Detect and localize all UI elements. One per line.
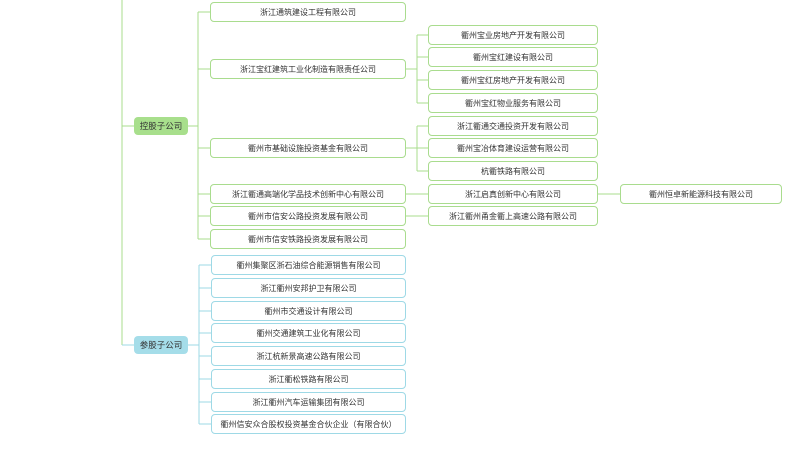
- holding-child-node[interactable]: 浙江通筑建设工程有限公司: [210, 2, 406, 22]
- holding-grandchild-node[interactable]: 浙江启真创新中心有限公司: [428, 184, 598, 204]
- participating-child-node[interactable]: 浙江杭新景高速公路有限公司: [211, 346, 406, 366]
- holding-grandchild-node[interactable]: 杭衢铁路有限公司: [428, 161, 598, 181]
- holding-subsidiaries-node[interactable]: 控股子公司: [134, 117, 188, 135]
- participating-subsidiaries-node[interactable]: 参股子公司: [134, 336, 188, 354]
- holding-grandchild-node[interactable]: 衢州宝红物业服务有限公司: [428, 93, 598, 113]
- holding-grandchild-node[interactable]: 浙江衢州甬金衢上高速公路有限公司: [428, 206, 598, 226]
- participating-child-node[interactable]: 衢州信安众合股权投资基金合伙企业（有限合伙）: [211, 414, 406, 434]
- participating-child-node[interactable]: 衢州集聚区浙石油综合能源销售有限公司: [211, 255, 406, 275]
- holding-child-node[interactable]: 衢州市信安公路投资发展有限公司: [210, 206, 406, 226]
- holding-grandchild-node[interactable]: 浙江衢通交通投资开发有限公司: [428, 116, 598, 136]
- holding-grandchild-node[interactable]: 衢州宝业房地产开发有限公司: [428, 25, 598, 45]
- holding-child-node[interactable]: 浙江衢通高端化学品技术创新中心有限公司: [210, 184, 406, 204]
- participating-child-node[interactable]: 衢州交通建筑工业化有限公司: [211, 323, 406, 343]
- holding-grandchild-node[interactable]: 衢州宝红建设有限公司: [428, 47, 598, 67]
- holding-child-node[interactable]: 衢州市信安铁路投资发展有限公司: [210, 229, 406, 249]
- participating-child-node[interactable]: 浙江衢州安邦护卫有限公司: [211, 278, 406, 298]
- participating-child-node[interactable]: 衢州市交通设计有限公司: [211, 301, 406, 321]
- holding-great-grandchild-node[interactable]: 衢州恒卓新能源科技有限公司: [620, 184, 782, 204]
- participating-child-node[interactable]: 浙江衢州汽车运输集团有限公司: [211, 392, 406, 412]
- holding-grandchild-node[interactable]: 衢州宝红房地产开发有限公司: [428, 70, 598, 90]
- holding-child-node[interactable]: 衢州市基础设施投资基金有限公司: [210, 138, 406, 158]
- holding-child-node[interactable]: 浙江宝红建筑工业化制造有限责任公司: [210, 59, 406, 79]
- participating-child-node[interactable]: 浙江衢松铁路有限公司: [211, 369, 406, 389]
- holding-grandchild-node[interactable]: 衢州宝冶体育建设运营有限公司: [428, 138, 598, 158]
